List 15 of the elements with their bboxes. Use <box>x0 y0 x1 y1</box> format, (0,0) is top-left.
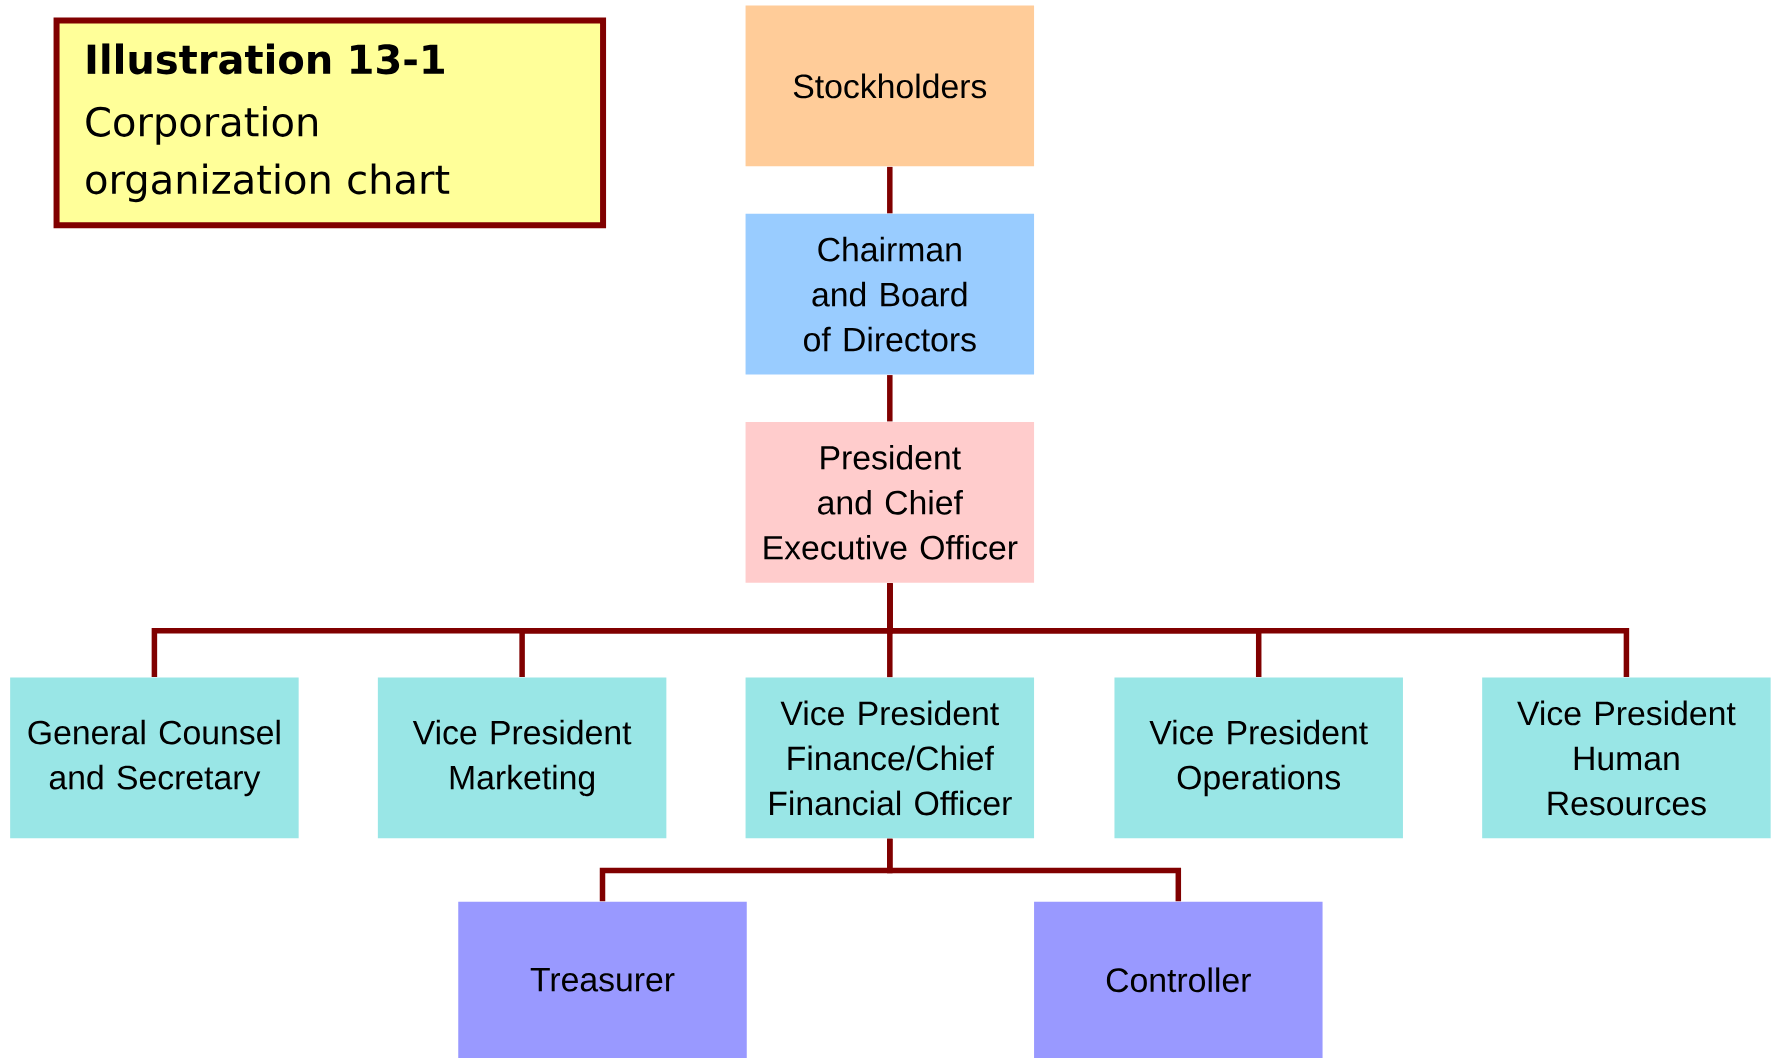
position-box: Vice President Marketing <box>377 677 667 839</box>
position-box: Vice President Operations <box>1114 677 1403 839</box>
position-box: Vice President Finance/Chief Financial Officer <box>745 677 1035 839</box>
connector-line <box>887 838 1182 902</box>
title-box: Illustration 13-1 Corporation organization chart <box>53 17 607 229</box>
position-box: Vice President Human Resources <box>1482 677 1771 839</box>
connector-line <box>887 375 893 422</box>
position-box: President and Chief Executive Officer <box>745 421 1035 583</box>
connector-line <box>887 583 1630 678</box>
position-box: Treasurer <box>458 901 747 1058</box>
position-box: Chairman and Board of Directors <box>745 213 1035 375</box>
connector-line <box>887 166 893 214</box>
position-box: Stockholders <box>745 5 1035 167</box>
position-box: Controller <box>1034 901 1323 1058</box>
position-box: General Counsel and Secretary <box>10 677 299 839</box>
